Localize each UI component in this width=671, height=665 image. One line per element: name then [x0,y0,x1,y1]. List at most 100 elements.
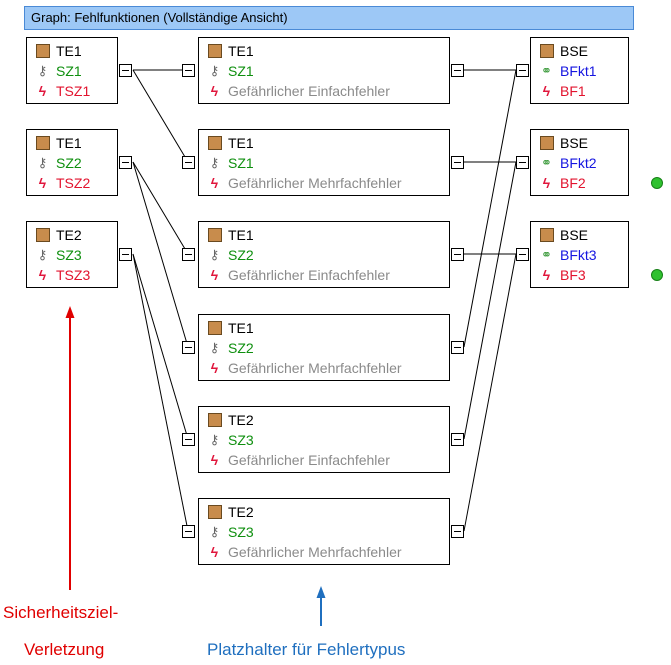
safety-goal-icon: ⚷ [209,340,220,355]
input-port[interactable] [182,64,195,77]
input-port[interactable] [182,525,195,538]
fault-type-label: Gefährlicher Einfachfehler [228,267,390,283]
fault-type-label: Gefährlicher Mehrfachfehler [228,544,402,560]
failure-label: BF3 [560,267,586,283]
element-label: TE1 [56,135,82,151]
link-m5-r2 [463,161,517,440]
output-port[interactable] [451,156,464,169]
safety-goal-icon: ⚷ [37,63,48,78]
element-square-icon [34,135,51,152]
link-l3-m6 [132,253,189,532]
element-label: TE2 [228,504,254,520]
link-m6-r3 [463,253,517,532]
fault-type-label: Gefährlicher Mehrfachfehler [228,360,402,376]
failure-bolt-icon: ϟ [542,267,551,283]
input-port[interactable] [182,433,195,446]
safety-goal-icon: ⚷ [209,247,220,262]
link-l1-m2 [132,69,189,163]
violation-icon: ϟ [210,360,219,376]
element-square-icon [206,135,223,152]
element-square-icon [538,227,555,244]
input-port[interactable] [182,156,195,169]
element-label: TE1 [228,227,254,243]
element-square-icon [538,43,555,60]
violation-icon: ϟ [210,544,219,560]
function-icon: ⚭ [541,63,552,78]
status-dot-green [651,177,663,189]
function-node-1[interactable]: BSE ⚭ BFkt1 ϟ BF1 [530,37,629,104]
violation-icon: ϟ [38,83,47,99]
element-square-icon [206,320,223,337]
element-square-icon [206,504,223,521]
element-square-icon [34,227,51,244]
failure-bolt-icon: ϟ [542,83,551,99]
violation-icon: ϟ [210,175,219,191]
link-l3-m5 [132,253,189,440]
element-label: BSE [560,43,589,59]
violation-icon: ϟ [210,452,219,468]
function-label: BFkt1 [560,63,597,79]
link-l2-m4 [132,161,189,348]
graph-title: Graph: Fehlfunktionen (Vollständige Ansi… [31,10,288,25]
input-port[interactable] [182,341,195,354]
violation-label: TSZ1 [56,83,91,99]
input-port[interactable] [516,64,529,77]
goal-label: SZ1 [56,63,82,79]
element-square-icon [206,412,223,429]
goal-label: SZ3 [56,247,82,263]
output-port[interactable] [451,341,464,354]
goal-label: SZ1 [228,155,254,171]
element-label: TE2 [56,227,82,243]
failure-label: BF1 [560,83,586,99]
element-label: TE1 [228,135,254,151]
goal-label: SZ2 [56,155,82,171]
safety-goal-icon: ⚷ [209,63,220,78]
goal-label: SZ2 [228,247,254,263]
output-port[interactable] [119,248,132,261]
violation-icon: ϟ [210,83,219,99]
safety-goal-icon: ⚷ [209,155,220,170]
link-l2-m3 [132,161,189,255]
element-square-icon [34,43,51,60]
output-port[interactable] [451,525,464,538]
goal-label: SZ3 [228,524,254,540]
safety-goal-icon: ⚷ [37,247,48,262]
violation-label: TSZ3 [56,267,91,283]
output-port[interactable] [451,64,464,77]
element-label: BSE [560,135,589,151]
fault-type-label: Gefährlicher Einfachfehler [228,83,390,99]
output-port[interactable] [119,64,132,77]
function-label: BFkt2 [560,155,597,171]
element-label: TE1 [228,43,254,59]
safety-goal-icon: ⚷ [209,524,220,539]
blue-arrow [316,586,326,626]
graph-title-bar: Graph: Fehlfunktionen (Vollständige Ansi… [24,6,634,30]
left-caption-line2: Verletzung [24,640,105,659]
input-port[interactable] [182,248,195,261]
link-m4-r1 [463,69,517,348]
output-port[interactable] [119,156,132,169]
fault-node-6[interactable]: TE2 ⚷ SZ3 ϟ Gefährlicher Mehrfachfehler [198,498,450,565]
input-port[interactable] [516,156,529,169]
element-label: TE1 [228,320,254,336]
output-port[interactable] [451,248,464,261]
output-port[interactable] [451,433,464,446]
function-label: BFkt3 [560,247,597,263]
function-icon: ⚭ [541,247,552,262]
safety-goal-icon: ⚷ [209,432,220,447]
status-dot-green [651,269,663,281]
function-icon: ⚭ [541,155,552,170]
input-port[interactable] [516,248,529,261]
element-square-icon [206,43,223,60]
middle-caption: Platzhalter für Fehlertypus [207,640,406,659]
